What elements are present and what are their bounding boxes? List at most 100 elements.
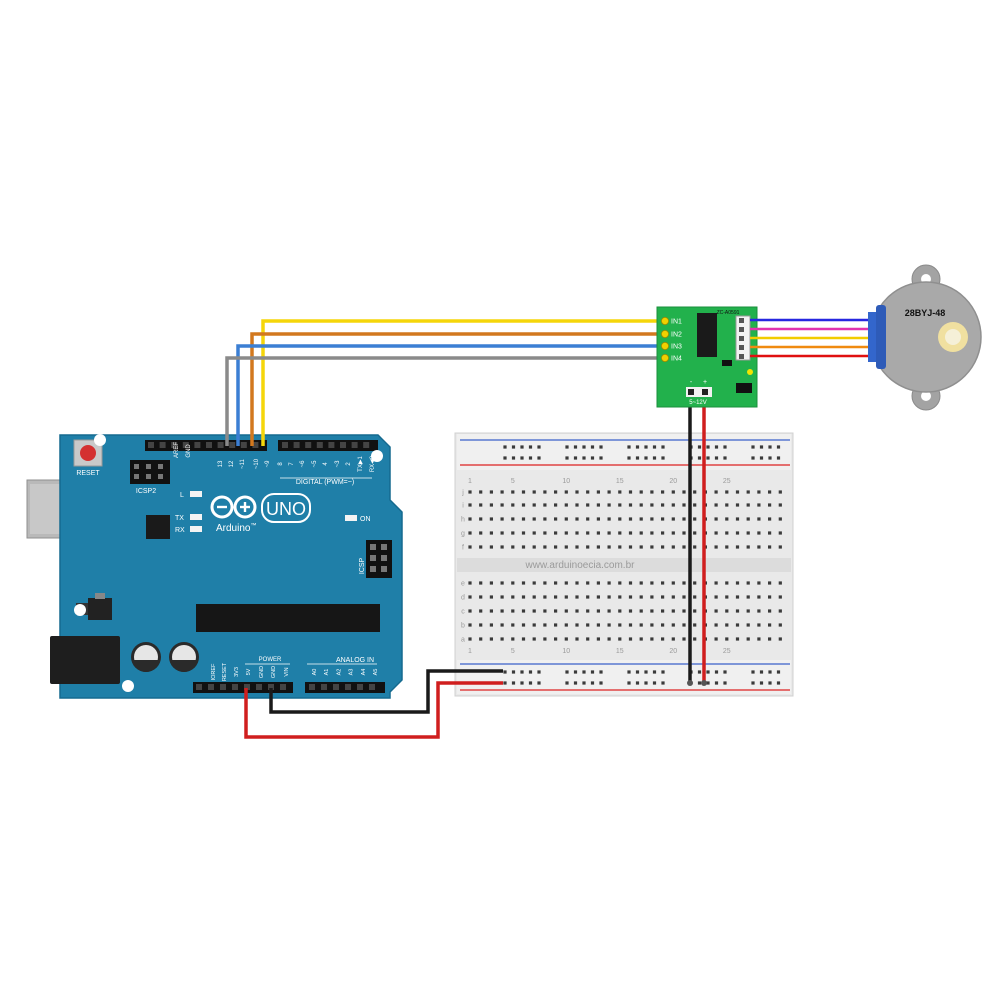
terminal-hole	[618, 545, 622, 549]
driver-input-pin[interactable]	[661, 316, 670, 325]
terminal-hole	[671, 545, 675, 549]
terminal-hole	[586, 490, 590, 494]
rail-hole	[768, 670, 772, 674]
minus-label: -	[690, 379, 693, 386]
terminal-hole	[661, 503, 665, 507]
terminal-hole	[778, 595, 782, 599]
rail-hole	[706, 681, 710, 685]
header-hole[interactable]	[148, 442, 154, 448]
terminal-hole	[725, 637, 729, 641]
driver-input-pin[interactable]	[661, 341, 670, 350]
header-hole[interactable]	[244, 684, 250, 690]
header-hole[interactable]	[363, 442, 370, 448]
terminal-hole	[468, 609, 472, 613]
driver-input-pin[interactable]	[661, 353, 670, 362]
terminal-hole	[554, 490, 558, 494]
header-hole[interactable]	[340, 442, 346, 448]
terminal-hole	[543, 490, 547, 494]
icsp-pin	[381, 555, 387, 561]
icsp-pin	[381, 566, 387, 572]
header-hole[interactable]	[369, 684, 375, 690]
terminal-hole	[746, 637, 750, 641]
header-hole[interactable]	[208, 684, 214, 690]
power-pin-label: RESET	[222, 662, 228, 681]
icsp-label: ICSP	[359, 558, 366, 575]
header-hole[interactable]	[229, 442, 236, 448]
terminal-hole	[500, 623, 504, 627]
icsp2-pin	[146, 464, 151, 469]
rail-hole	[751, 456, 755, 460]
header-hole[interactable]	[282, 442, 288, 448]
header-hole[interactable]	[351, 442, 358, 448]
header-hole[interactable]	[305, 442, 312, 448]
terminal-hole	[661, 595, 665, 599]
header-hole[interactable]	[206, 442, 212, 448]
header-hole[interactable]	[321, 684, 327, 690]
center-channel	[457, 558, 791, 572]
driver-input-pin[interactable]	[661, 329, 670, 338]
rail-hole	[511, 681, 516, 685]
header-hole[interactable]	[159, 442, 166, 448]
terminal-hole	[479, 609, 483, 613]
terminal-hole	[586, 623, 590, 627]
terminal-hole	[746, 609, 750, 613]
reset-button-cap[interactable]	[80, 445, 96, 461]
header-hole[interactable]	[232, 684, 238, 690]
terminal-hole	[628, 545, 633, 549]
terminal-hole	[628, 609, 633, 613]
header-hole[interactable]	[333, 684, 339, 690]
terminal-hole	[575, 545, 579, 549]
header-hole[interactable]	[328, 442, 335, 448]
header-hole[interactable]	[268, 684, 274, 690]
rail-hole	[627, 670, 631, 674]
terminal-hole	[661, 531, 665, 535]
header-hole[interactable]	[357, 684, 363, 690]
rail-hole	[652, 445, 657, 449]
terminal-hole	[489, 581, 493, 585]
row-letter: a	[461, 637, 465, 644]
arduino-logo	[210, 495, 257, 519]
terminal-hole	[607, 609, 611, 613]
terminal-hole	[639, 503, 643, 507]
wire-orange-pin9-in2	[250, 332, 662, 446]
board-pcb	[59, 434, 403, 699]
brand-text: Arduino™	[216, 522, 256, 534]
header-hole[interactable]	[182, 442, 189, 448]
uno-badge	[261, 493, 311, 523]
header-hole[interactable]	[309, 684, 315, 690]
terminal-hole	[693, 637, 697, 641]
terminal-hole	[682, 609, 686, 613]
rail-hole	[661, 670, 665, 674]
icsp2-pin	[134, 474, 139, 479]
terminal-hole	[532, 503, 536, 507]
rail-hole	[706, 445, 710, 449]
terminal-hole	[735, 490, 740, 494]
header-hole[interactable]	[196, 684, 202, 690]
icsp-pin	[370, 566, 376, 572]
terminal-hole	[607, 531, 611, 535]
rail-hole	[511, 456, 516, 460]
header-hole[interactable]	[316, 442, 323, 448]
driver-input-pins	[661, 316, 670, 362]
header-hole[interactable]	[194, 442, 201, 448]
header-hole[interactable]	[171, 442, 178, 448]
terminal-hole	[639, 637, 643, 641]
header-hole[interactable]	[217, 442, 224, 448]
header-hole[interactable]	[345, 684, 351, 690]
header-hole[interactable]	[293, 442, 300, 448]
rail-hole	[723, 445, 727, 449]
plus-label: +	[703, 379, 707, 386]
header-hole[interactable]	[252, 442, 259, 448]
terminal-hole	[618, 609, 622, 613]
terminal-hole	[714, 595, 718, 599]
terminal-hole	[543, 545, 547, 549]
terminal-hole	[650, 531, 654, 535]
terminal-hole	[500, 595, 504, 599]
header-hole[interactable]	[256, 684, 262, 690]
header-hole[interactable]	[240, 442, 247, 448]
header-hole[interactable]	[220, 684, 226, 690]
terminal-hole	[661, 637, 665, 641]
rail-hole	[723, 456, 727, 460]
header-hole[interactable]	[280, 684, 286, 690]
